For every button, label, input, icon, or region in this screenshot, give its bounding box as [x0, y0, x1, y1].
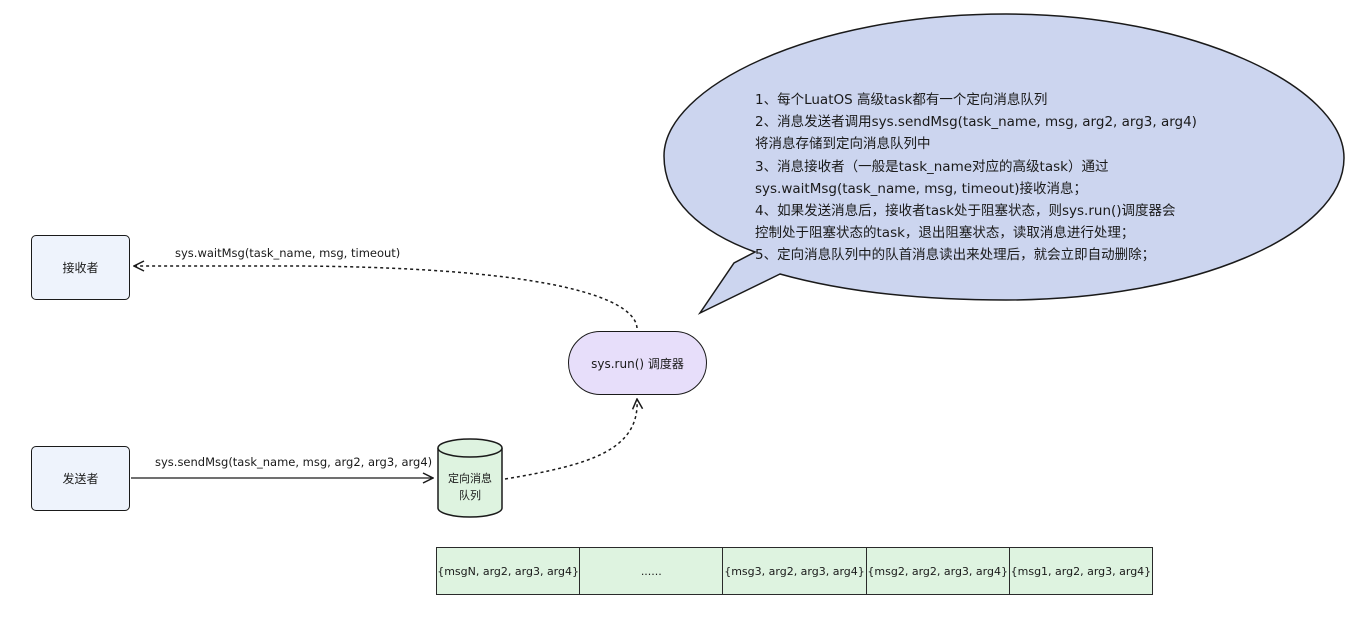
callout-text: 1、每个LuatOS 高级task都有一个定向消息队列 2、消息发送者调用sys…: [755, 89, 1235, 267]
callout-line: 将消息存储到定向消息队列中: [755, 136, 931, 153]
message-cell: {msgN, arg2, arg3, arg4}: [437, 548, 581, 594]
callout-line: 5、定向消息队列中的队首消息读出来处理后，就会立即自动删除；: [755, 247, 1156, 264]
callout-line: 控制处于阻塞状态的task，退出阻塞状态，读取消息进行处理；: [755, 225, 1135, 242]
scheduler-to-receiver-arrow: [134, 266, 638, 329]
callout-line: 3、消息接收者（一般是task_name对应的高级task）通过: [755, 158, 1109, 175]
queue-cylinder: [437, 438, 503, 518]
queue-to-scheduler-arrow: [504, 399, 637, 480]
callout-line: 2、消息发送者调用sys.sendMsg(task_name, msg, arg…: [755, 114, 1197, 131]
sender-box: 发送者: [31, 446, 130, 511]
queue-label: 定向消息 队列: [438, 470, 502, 504]
callout-line: 4、如果发送消息后，接收者task处于阻塞状态，则sys.run()调度器会: [755, 203, 1176, 220]
callout-bubble: [663, 13, 1345, 315]
message-queue-table: {msgN, arg2, arg3, arg4} ...... {msg3, a…: [436, 547, 1153, 595]
receiver-label: 接收者: [62, 261, 99, 275]
message-cell: {msg3, arg2, arg3, arg4}: [723, 548, 867, 594]
callout-line: 1、每个LuatOS 高级task都有一个定向消息队列: [755, 92, 1048, 108]
queue-label-line1: 定向消息: [448, 472, 492, 485]
callout-line: sys.waitMsg(task_name, msg, timeout)接收消息…: [755, 180, 1087, 197]
send-msg-label: sys.sendMsg(task_name, msg, arg2, arg3, …: [155, 455, 433, 469]
message-cell: {msg1, arg2, arg3, arg4}: [1010, 564, 1152, 578]
scheduler-label: sys.run() 调度器: [591, 356, 684, 371]
receiver-box: 接收者: [31, 235, 130, 300]
message-cell: {msg2, arg2, arg3, arg4}: [867, 548, 1010, 594]
wait-msg-label: sys.waitMsg(task_name, msg, timeout): [175, 246, 401, 260]
message-cell-ellipsis: ......: [580, 548, 724, 594]
queue-label-line2: 队列: [459, 489, 481, 502]
scheduler-node: sys.run() 调度器: [568, 331, 707, 395]
sender-label: 发送者: [62, 472, 99, 486]
